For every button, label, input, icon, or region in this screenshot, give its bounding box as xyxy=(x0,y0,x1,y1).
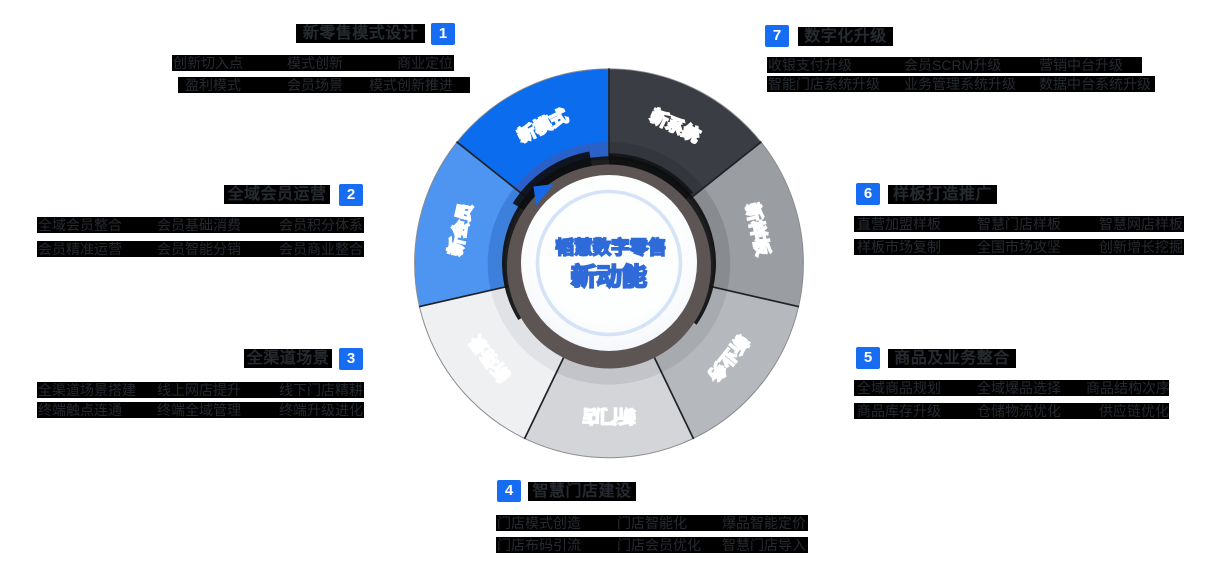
svg-text:韬慧数字零售: 韬慧数字零售 xyxy=(556,237,667,258)
svg-text:新门店: 新门店 xyxy=(583,406,636,426)
svg-text:新动能: 新动能 xyxy=(571,262,648,291)
